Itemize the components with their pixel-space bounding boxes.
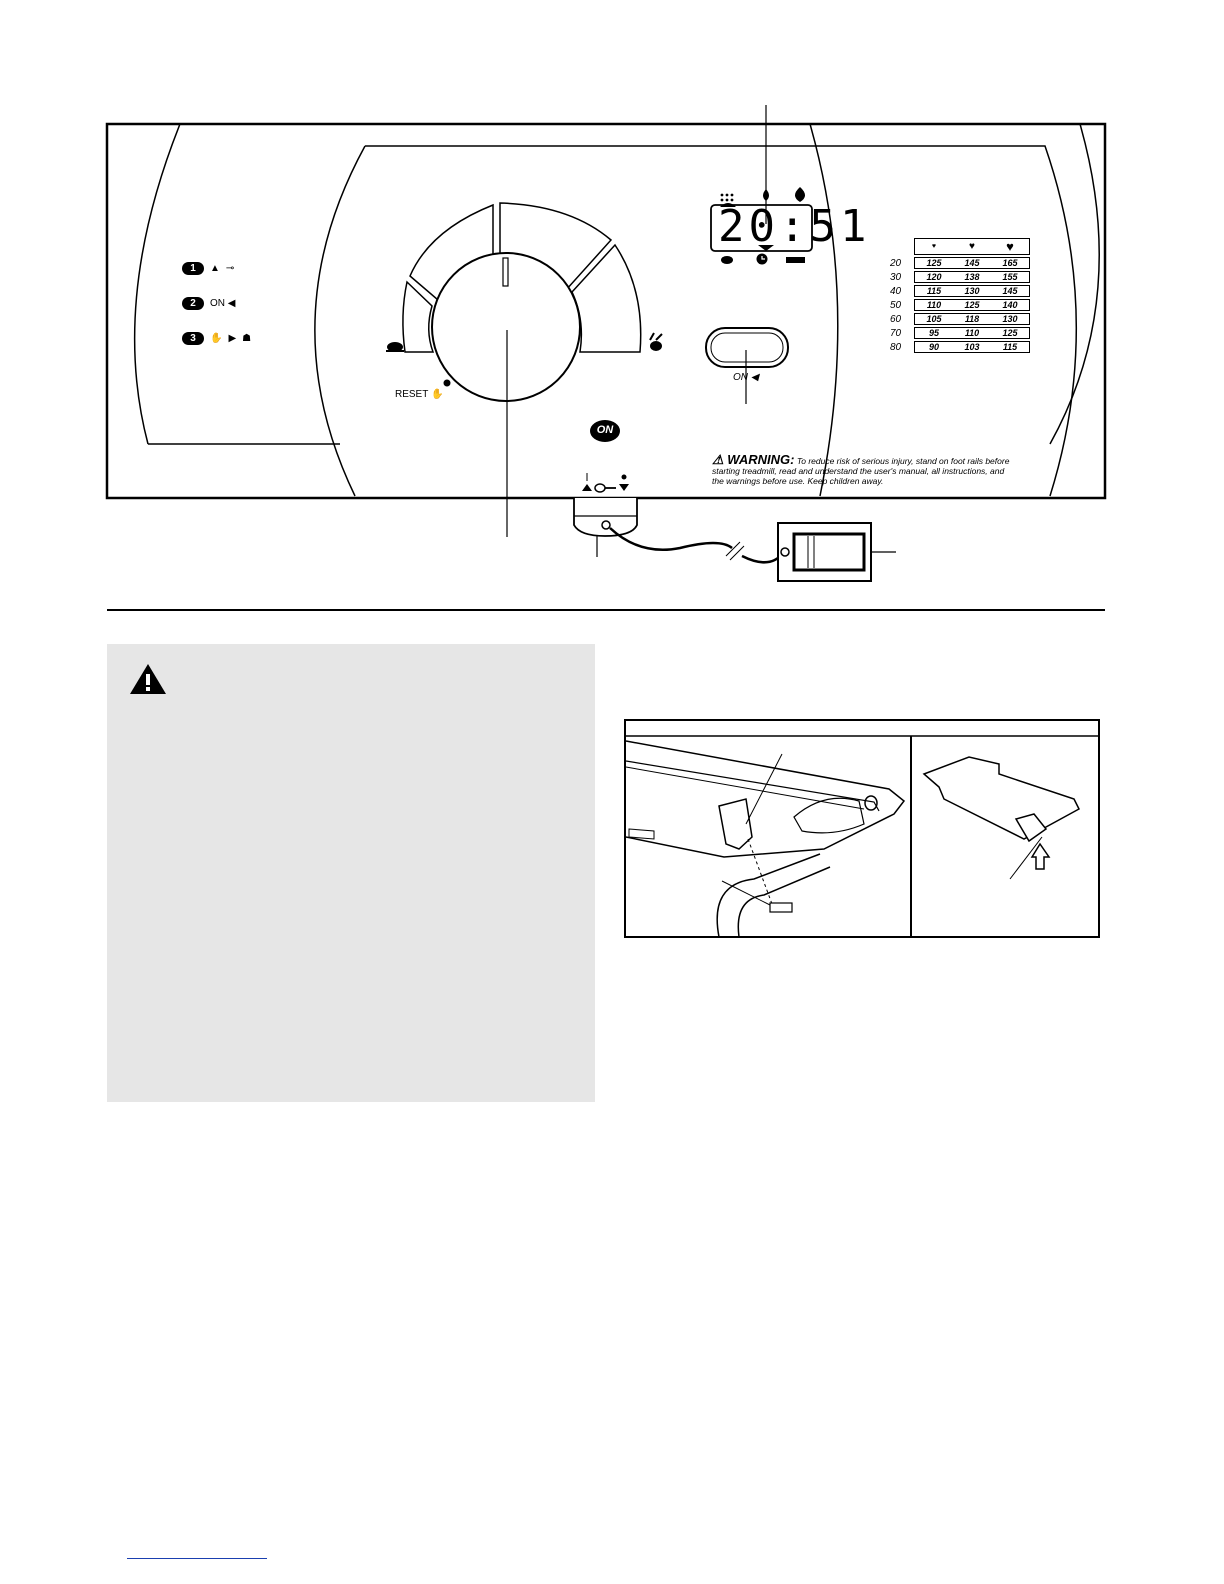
console-warning-label: ⚠ WARNING: To reduce risk of serious inj… (712, 452, 1012, 486)
hare-icon (649, 332, 663, 351)
turtle-icon: ☗ (242, 333, 252, 344)
distance-icon (786, 257, 805, 263)
heart-small-icon: ♥ (914, 238, 953, 255)
key-cord (609, 527, 733, 552)
lcd-time-readout: 20:51 (718, 201, 871, 252)
table-row: 70 95 110 125 (890, 327, 1030, 339)
dots-icon (720, 193, 734, 202)
table-row: 40 115 130 145 (890, 285, 1030, 297)
heart-rate-table: ♥ ♥ ♥ 20 125 145 165 30 120 138 155 40 1… (890, 236, 1030, 355)
hand-icon: ✋ (430, 389, 444, 400)
step-text: ON ◀ (210, 298, 236, 309)
step-number: 1 (182, 262, 204, 275)
clock-icon (756, 253, 768, 265)
warning-body: To reduce risk of serious injury, stand … (712, 456, 1010, 486)
step-1: 1 ▲ ⊸ (182, 262, 234, 275)
lcd-display (710, 204, 813, 252)
key-icon (582, 473, 629, 493)
hare-small-icon (721, 256, 733, 264)
warning-triangle-icon (130, 664, 166, 694)
footer-link-line (127, 1558, 267, 1559)
step-number: 2 (182, 297, 204, 310)
tray-figure (624, 719, 1100, 938)
inner-panel (314, 145, 1077, 497)
warning-box (107, 644, 595, 1102)
section-divider (107, 609, 1105, 611)
on-button-label: ON ◀ (733, 372, 759, 383)
table-row: 30 120 138 155 (890, 271, 1030, 283)
heart-medium-icon: ♥ (953, 238, 991, 255)
heart-large-icon: ♥ (991, 238, 1030, 255)
on-button-oval (705, 327, 789, 368)
knob-indicator (502, 257, 509, 287)
reset-label: RESET ✋ (395, 389, 444, 400)
key-holder (573, 498, 638, 537)
on-badge-text: ON (596, 424, 614, 436)
step-text: ▲ (210, 263, 220, 274)
tray-illustration (624, 735, 1100, 938)
speed-knob (431, 252, 581, 402)
turtle-icon (386, 342, 404, 352)
key-icon: ⊸ (225, 263, 235, 274)
table-row: 20 125 145 165 (890, 257, 1030, 269)
table-row: 60 105 118 130 (890, 313, 1030, 325)
step-text: ▶ (228, 333, 237, 344)
hand-icon: ✋ (210, 333, 223, 344)
table-row: 80 90 103 115 (890, 341, 1030, 353)
on-badge (590, 420, 620, 442)
warning-title: ⚠ WARNING: (712, 452, 795, 467)
table-row: 50 110 125 140 (890, 299, 1030, 311)
step-number: 3 (182, 332, 204, 345)
console-illustration (105, 105, 1107, 582)
flame-large-icon (795, 187, 805, 202)
step-2: 2 ON ◀ (182, 297, 235, 310)
step-3: 3 ✋ ▶ ☗ (182, 332, 251, 345)
